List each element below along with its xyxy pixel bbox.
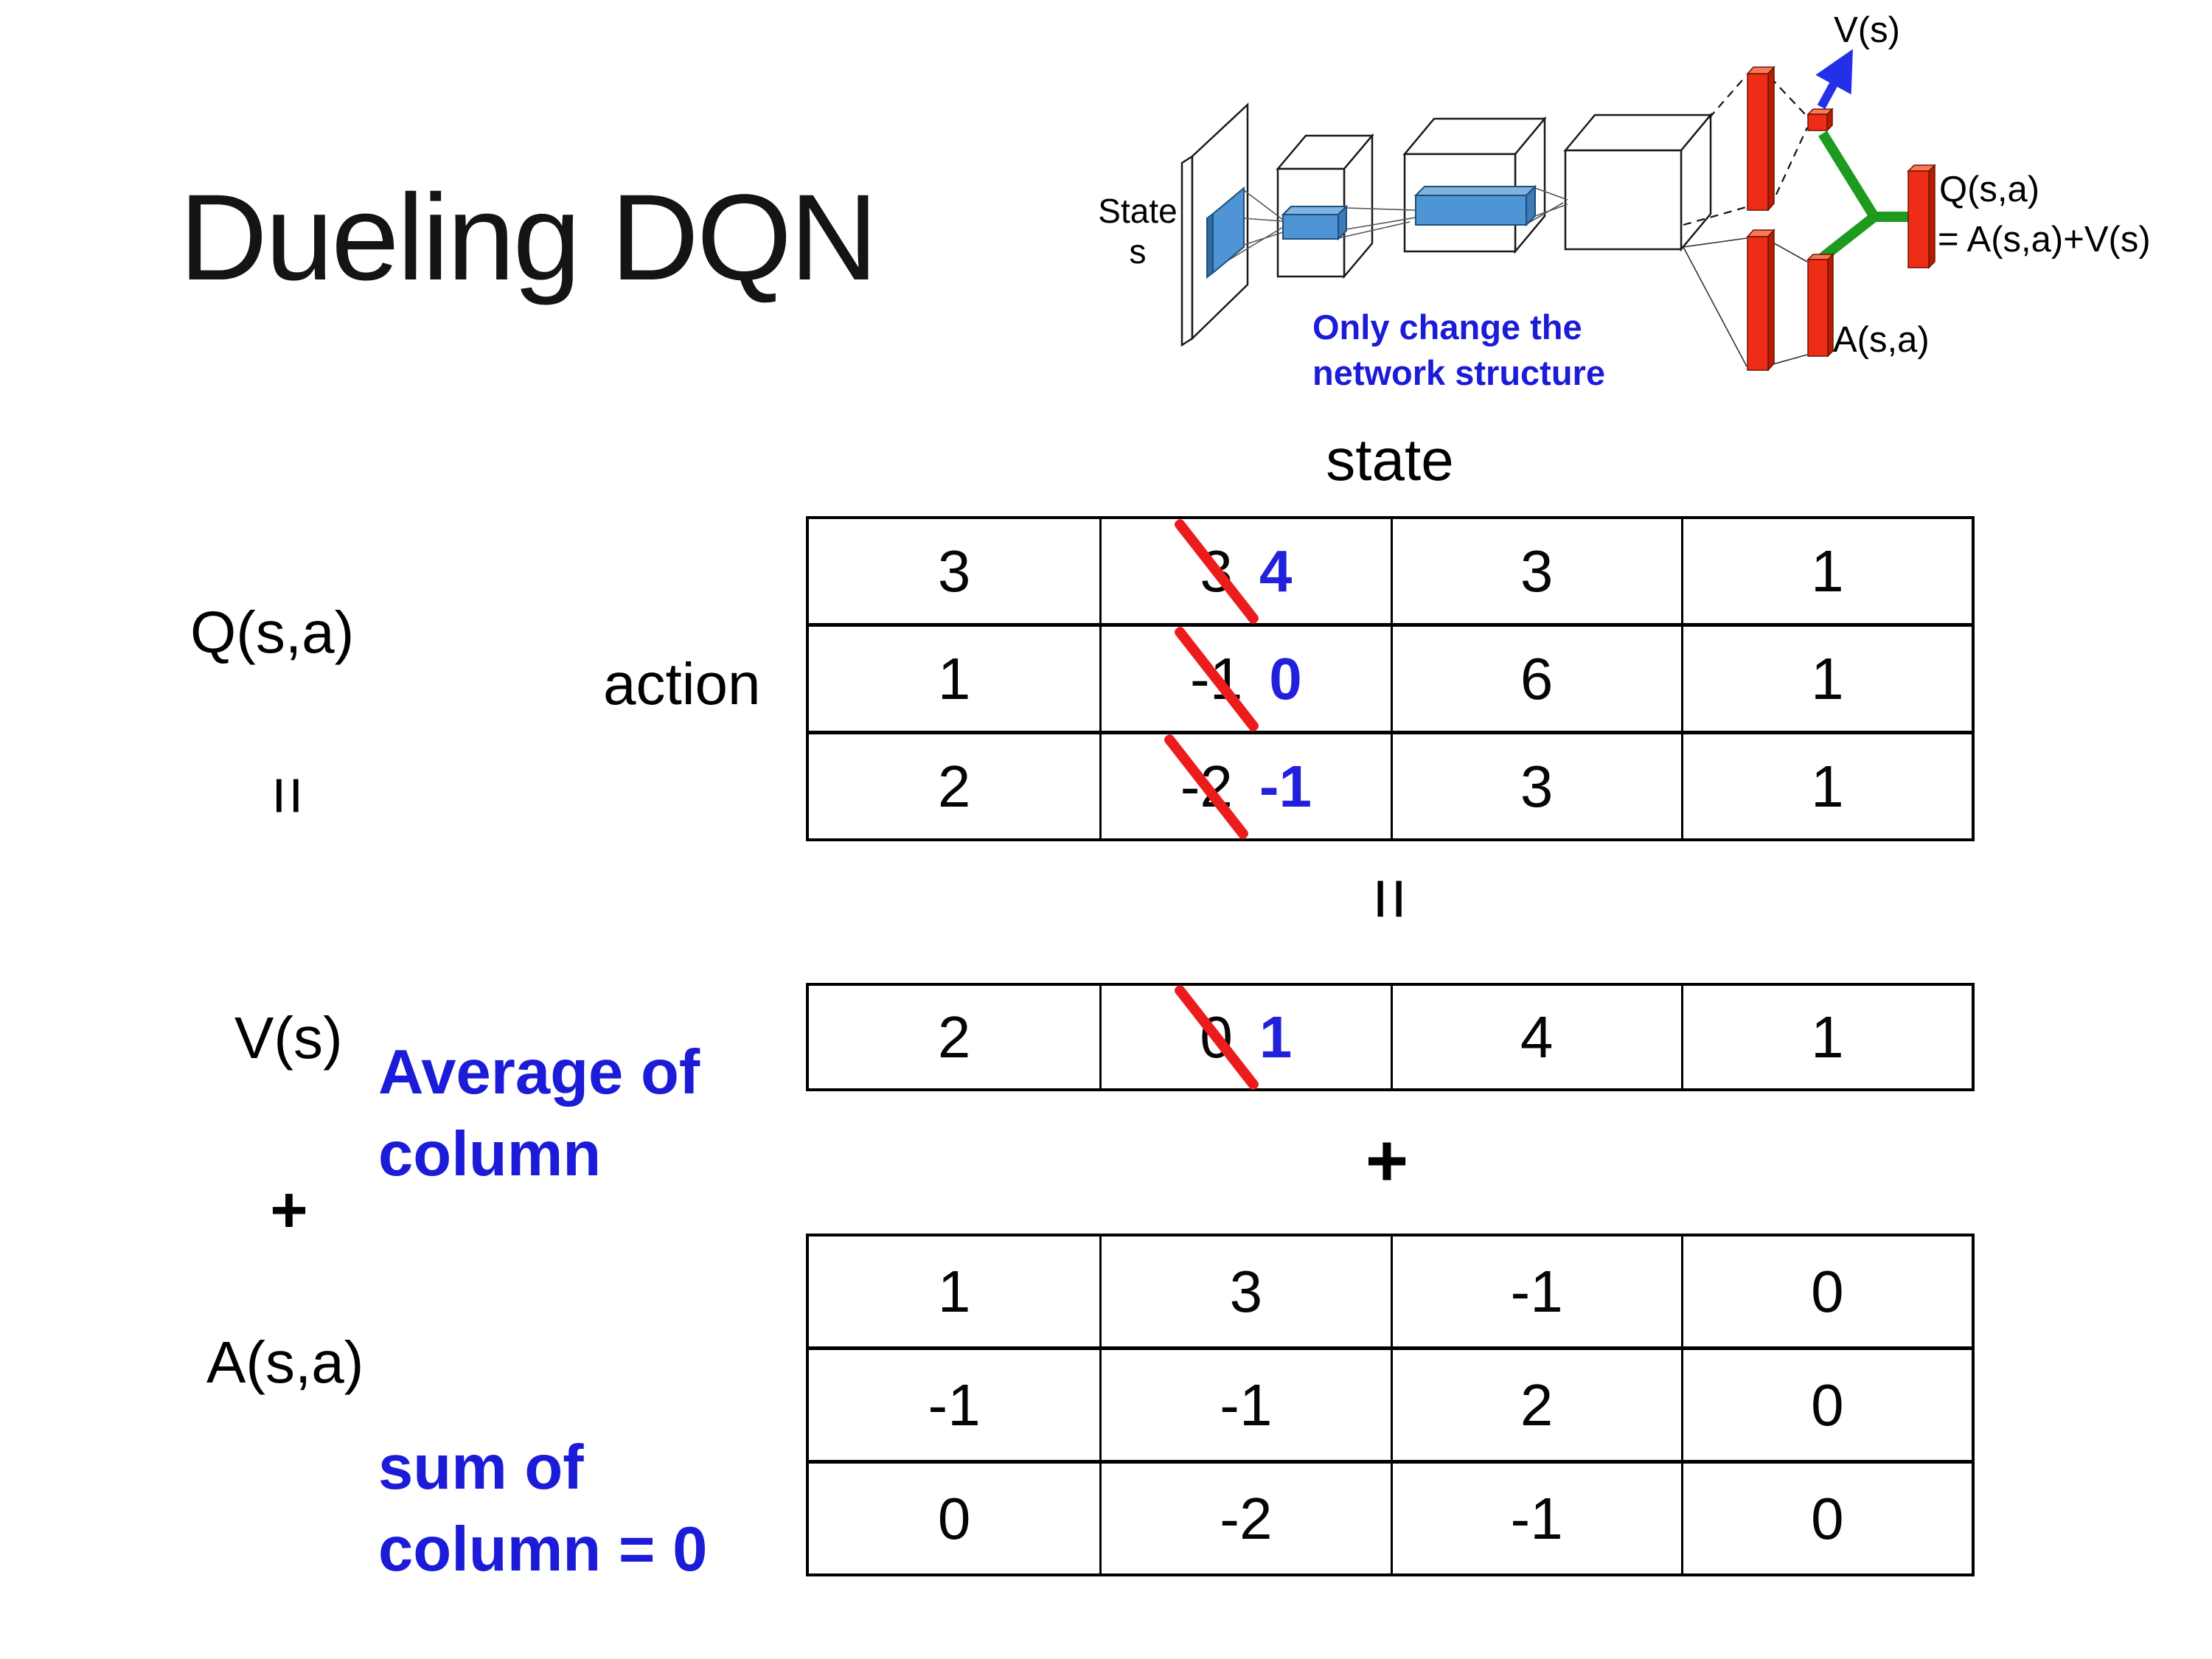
dashed-connections [1683, 75, 1808, 226]
average-note-line2: column [378, 1119, 602, 1189]
table-cell: 3 [1099, 1237, 1390, 1346]
table-cell: 3 [937, 538, 971, 604]
advantage-table: 1 3 -1 0 -1 -1 2 0 0 -2 -1 0 [806, 1234, 1975, 1576]
q-output-bar [1907, 164, 1936, 269]
v-value-table: 2 0 1 4 1 [806, 983, 1975, 1091]
sum-note-line1: sum of [378, 1433, 584, 1503]
equals-sign-left: = [250, 776, 326, 815]
conv-box-3 [1563, 112, 1713, 252]
sum-note-line2: column = 0 [378, 1514, 708, 1585]
table-row: 2 -2 -1 3 1 [809, 731, 1972, 838]
crossed-out-value: -2 [1180, 753, 1233, 819]
diagram-q-formula: = A(s,a)+V(s) [1938, 220, 2151, 260]
table-cell: 1 [1680, 627, 1972, 731]
table-cell: 2 [937, 753, 971, 819]
table-cell: 3 [1390, 734, 1681, 838]
table-cell: 4 [1390, 986, 1681, 1088]
table-cell: 1 [1680, 519, 1972, 623]
table-cell-revised: 3 4 [1099, 519, 1390, 623]
table-cell: -2 [1099, 1464, 1390, 1573]
table-cell-revised: 0 1 [1099, 986, 1390, 1088]
diagram-state-label: State [1098, 192, 1177, 230]
plus-sign-center: + [1365, 1119, 1409, 1203]
table-row: 2 0 1 4 1 [809, 986, 1972, 1088]
q-function-label: Q(s,a) [190, 599, 355, 665]
equals-sign-center: = [1349, 877, 1432, 921]
advantage-bar [1806, 253, 1834, 358]
plus-sign-left: + [270, 1173, 308, 1246]
table-cell: 0 [1680, 1237, 1972, 1346]
table-cell: 1 [1680, 734, 1972, 838]
value-arrow [1815, 49, 1853, 109]
average-of-column-note: Average of column [378, 1032, 700, 1195]
table-cell: -1 [1099, 1350, 1390, 1460]
value-node [1806, 108, 1834, 132]
table-cell-revised: -2 -1 [1099, 734, 1390, 838]
crossed-out-value: 3 [1200, 538, 1233, 604]
advantage-function-label: A(s,a) [206, 1329, 364, 1395]
table-cell: -1 [928, 1371, 981, 1438]
feature-plate-input [1206, 186, 1245, 279]
v-function-label: V(s) [234, 1005, 343, 1071]
diagram-note-line1: Only change the [1312, 307, 1582, 347]
sum-of-column-note: sum of column = 0 [378, 1427, 707, 1590]
revised-value: 0 [1269, 645, 1302, 712]
average-note-line1: Average of [378, 1037, 700, 1107]
table-cell: 0 [1680, 1464, 1972, 1573]
table-cell: 3 [1390, 519, 1681, 623]
solid-connections [1683, 237, 1808, 367]
table-cell: 1 [937, 1258, 971, 1324]
diagram-v-label: V(s) [1834, 10, 1900, 50]
table-row: 1 3 -1 0 [809, 1237, 1972, 1346]
table-row: -1 -1 2 0 [809, 1346, 1972, 1460]
table-row: 1 -1 0 6 1 [809, 623, 1972, 731]
diagram-a-label: A(s,a) [1833, 320, 1930, 360]
diagram-note-line2: network structure [1312, 353, 1605, 392]
action-axis-label: action [603, 651, 761, 717]
table-cell: 2 [1390, 1350, 1681, 1460]
feature-bar-2 [1413, 184, 1537, 227]
diagram-q-label: Q(s,a) [1939, 170, 2039, 209]
table-cell: -1 [1390, 1237, 1681, 1346]
crossed-out-value: 0 [1200, 1004, 1233, 1070]
revised-value: -1 [1259, 753, 1312, 819]
fc-bar-top [1746, 66, 1775, 212]
q-value-table: 3 3 4 3 1 1 -1 0 6 1 2 [806, 516, 1975, 841]
table-cell-revised: -1 0 [1099, 627, 1390, 731]
table-cell: 1 [1680, 986, 1972, 1088]
feature-bar-1 [1281, 204, 1349, 241]
table-row: 3 3 4 3 1 [809, 519, 1972, 623]
fc-bar-bottom [1746, 229, 1775, 372]
table-cell: 0 [1680, 1350, 1972, 1460]
conv-box-2 [1402, 116, 1547, 254]
diagram-state-s: s [1130, 232, 1147, 271]
dueling-network-diagram: State s V(s) Q(s,a) = A(s,a)+V(s) A(s,a)… [1098, 10, 2151, 392]
table-cell: 6 [1390, 627, 1681, 731]
table-row: 0 -2 -1 0 [809, 1460, 1972, 1573]
revised-value: 1 [1259, 1004, 1293, 1070]
state-axis-label: state [1326, 427, 1454, 493]
table-cell: 0 [937, 1485, 971, 1551]
table-cell: 2 [937, 1004, 971, 1070]
table-cell: 1 [937, 645, 971, 712]
combine-y-connector [1818, 131, 1910, 262]
crossed-out-value: -1 [1190, 645, 1243, 712]
table-cell: -1 [1390, 1464, 1681, 1573]
page-title: Dueling DQN [179, 170, 878, 306]
revised-value: 4 [1259, 538, 1293, 604]
